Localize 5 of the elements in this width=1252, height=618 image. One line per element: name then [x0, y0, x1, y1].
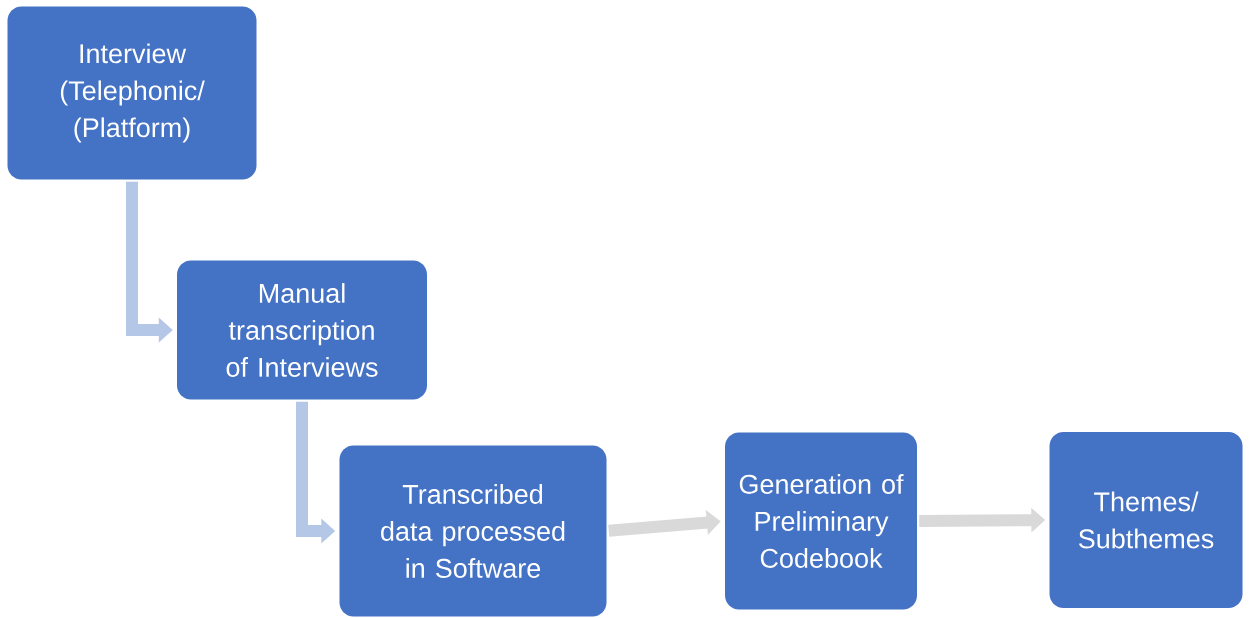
- process-box: Themes/ Subthemes: [1049, 432, 1243, 608]
- process-box: Interview (Telephonic/ (Platform): [7, 6, 257, 180]
- process-box: Transcribed data processed in Software: [339, 445, 607, 617]
- process-box: Manual transcription of Interviews: [177, 260, 427, 400]
- process-box: Generation of Preliminary Codebook: [725, 432, 917, 610]
